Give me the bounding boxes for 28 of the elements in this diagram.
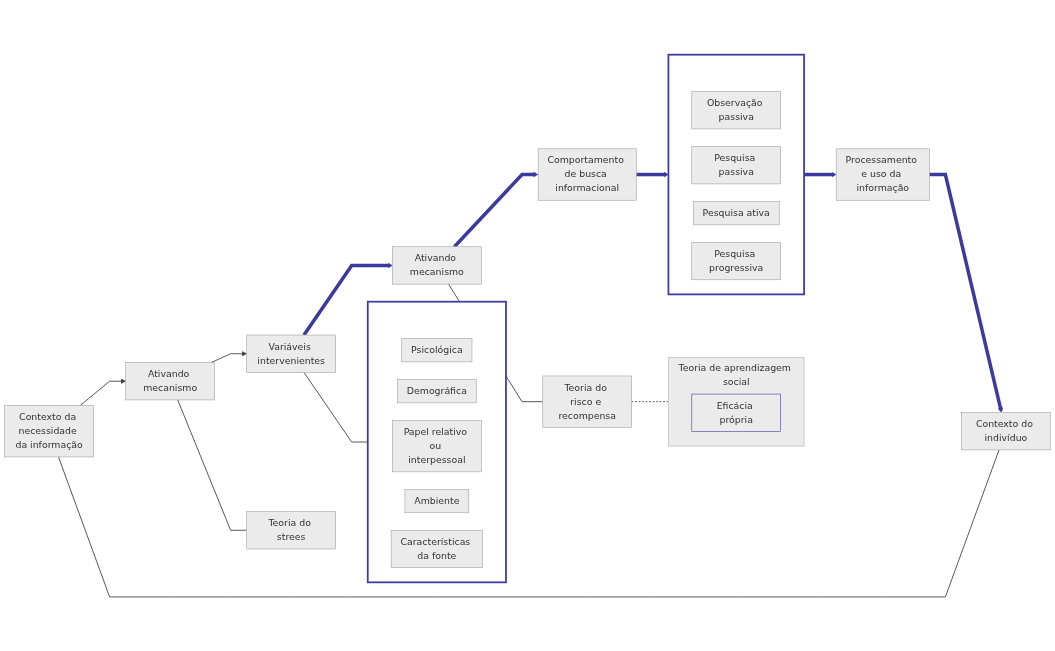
node-box: Demográfica	[397, 378, 477, 403]
node-box: Papel relativo ou interpessoal	[392, 419, 482, 472]
node-box: Ambiente	[404, 488, 470, 513]
arrow	[929, 172, 1003, 413]
node-box: Ativando mecanismo	[125, 361, 215, 400]
arrow	[453, 171, 539, 248]
node-box: Teoria do strees	[246, 511, 336, 549]
node-box: Características da fonte	[390, 529, 483, 568]
cluster	[366, 300, 507, 583]
arrow	[302, 262, 393, 336]
node-box: Pesquisa progressiva	[691, 241, 781, 280]
node-box: Contexto da necessidade da informação	[4, 404, 94, 457]
node-box: Pesquisa ativa	[692, 200, 780, 225]
connector	[58, 449, 1000, 598]
node-box: Psicológica	[401, 337, 473, 362]
node-box: Variáveis intervenientes	[246, 334, 336, 373]
connector	[177, 399, 248, 531]
node-box: Pesquisa passiva	[691, 145, 781, 184]
node-box: Teoria do risco e recompensa	[542, 375, 632, 428]
node-box: Observação passiva	[691, 90, 781, 129]
cluster	[667, 53, 805, 295]
node-box: Contexto do indivíduo	[961, 411, 1051, 450]
arrow	[636, 171, 669, 177]
node-box: Eficácia própria	[691, 393, 781, 432]
node-box: Processamento e uso da informação	[835, 148, 930, 201]
node-box: Ativando mecanismo	[392, 246, 482, 285]
arrow	[804, 171, 837, 177]
node-box: Comportamento de busca informacional	[537, 148, 637, 201]
